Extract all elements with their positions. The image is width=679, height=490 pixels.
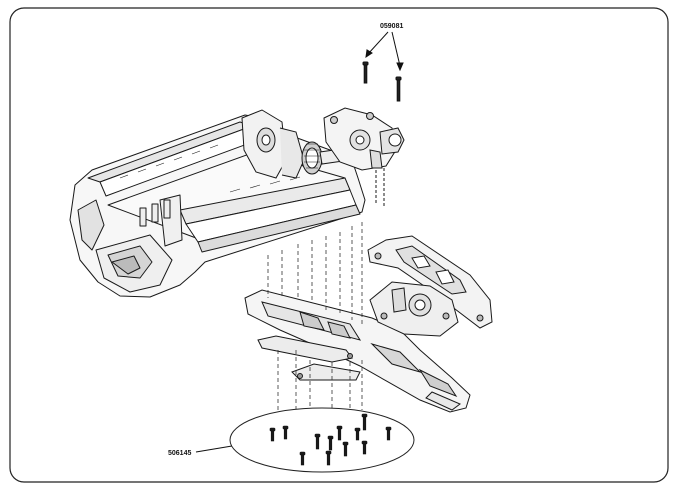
alignment-lines	[267, 222, 363, 420]
gearbox-assembly	[241, 107, 405, 206]
leader-line-506145	[195, 445, 233, 453]
front-bumper	[367, 235, 493, 329]
screw-pair-059081	[362, 61, 402, 102]
diagram-frame	[9, 7, 669, 483]
screw-group-outline	[229, 407, 415, 473]
callout-arrows-059081	[365, 31, 404, 72]
part-number-059081: 059081	[380, 23, 403, 30]
part-number-506145: 506145	[168, 450, 191, 457]
screw-set-506145	[269, 413, 392, 466]
chassis-plate	[244, 281, 471, 413]
